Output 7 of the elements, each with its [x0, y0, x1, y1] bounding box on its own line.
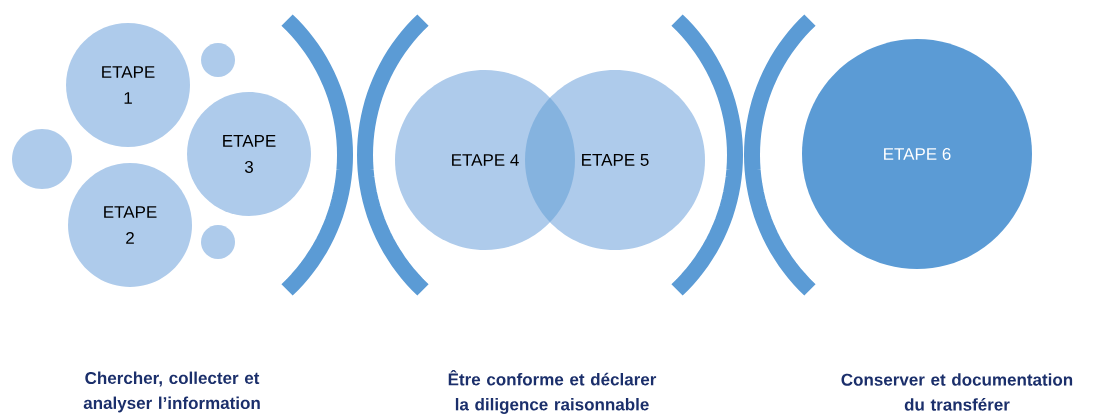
small-circle: [201, 43, 235, 77]
node-label: ETAPE 5: [582, 154, 649, 166]
step-caption: Conserver et documentation du transférer: [841, 373, 1073, 411]
step-caption: Chercher, collecter et analyser l’information: [83, 371, 260, 413]
small-circle: [12, 129, 72, 189]
small-circle: [201, 225, 235, 259]
step-caption: Être conforme et déclarer la diligence raisonnable: [448, 370, 657, 414]
